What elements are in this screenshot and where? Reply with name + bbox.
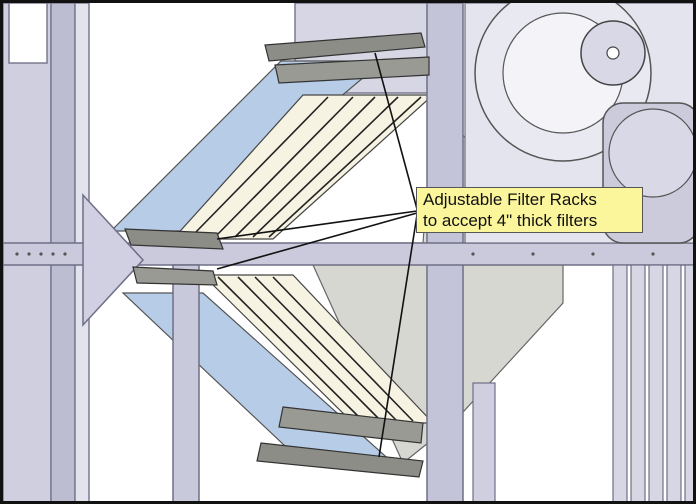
filter-rack-top	[264, 32, 430, 84]
filter-rack-bottom	[256, 406, 424, 478]
callout-line-2: to accept 4" thick filters	[423, 211, 598, 230]
filter-rack-middle	[124, 228, 224, 286]
horizontal-rail	[3, 242, 693, 266]
lower-right-post	[472, 382, 496, 501]
filter-bank-upper	[171, 94, 435, 240]
right-frame-slats	[612, 264, 693, 501]
filter-assembly-illustration	[3, 3, 693, 501]
callout-line-1: Adjustable Filter Racks	[423, 190, 597, 209]
support-post	[172, 264, 200, 501]
filter-bank-lower	[201, 274, 435, 424]
rail-rivets	[15, 252, 655, 256]
gusset-plate	[82, 193, 145, 327]
filter-rack-callout: Adjustable Filter Racks to accept 4" thi…	[416, 187, 643, 233]
leader-lines	[216, 52, 418, 458]
